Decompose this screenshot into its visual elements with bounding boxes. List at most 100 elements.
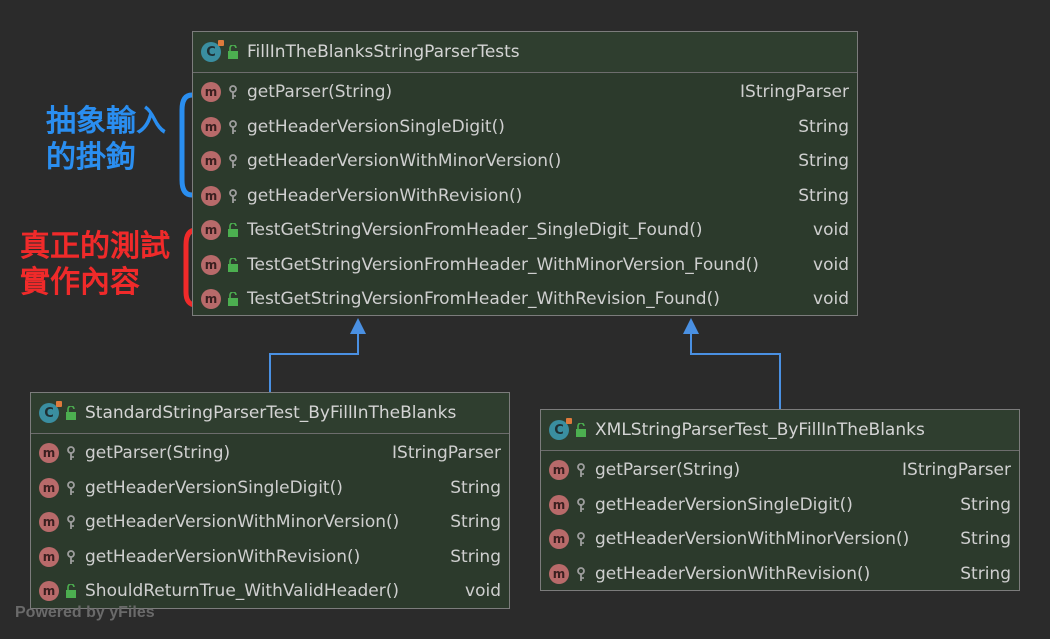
method-name: getHeaderVersionSingleDigit(): [85, 477, 343, 498]
inheritance-arrow-left: [350, 318, 366, 334]
annotation-blue: 抽象輸入 的掛鉤: [46, 104, 166, 176]
parent-class-name: FillInTheBlanksStringParserTests: [247, 42, 520, 62]
method-row[interactable]: m getHeaderVersionWithRevision() String: [193, 179, 857, 214]
method-row[interactable]: m TestGetStringVersionFromHeader_WithRevi…: [193, 282, 857, 317]
public-lock-icon: [228, 292, 238, 307]
protected-key-icon: [67, 446, 75, 461]
inheritance-line-left: [269, 334, 359, 392]
protected-key-icon: [577, 532, 585, 547]
method-row[interactable]: m TestGetStringVersionFromHeader_SingleDi…: [193, 213, 857, 248]
class-icon: C: [39, 401, 62, 423]
child-left-class-name: StandardStringParserTest_ByFillInTheBlan…: [85, 403, 457, 423]
method-name: getHeaderVersionSingleDigit(): [595, 494, 853, 515]
child-left-class-header[interactable]: C StandardStringParserTest_ByFillInTheBl…: [31, 393, 509, 434]
method-row[interactable]: m getParser(String) IStringParser: [541, 453, 1019, 488]
method-name: getParser(String): [85, 443, 231, 464]
method-icon: m: [39, 581, 59, 602]
protected-key-icon: [229, 119, 237, 134]
protected-key-icon: [67, 480, 75, 495]
method-return-type: String: [798, 151, 849, 172]
red-bracket: [183, 227, 199, 308]
protected-key-icon: [67, 549, 75, 564]
method-return-type: String: [960, 529, 1011, 550]
method-icon: m: [201, 220, 221, 241]
method-row[interactable]: m TestGetStringVersionFromHeader_WithMino…: [193, 248, 857, 283]
method-name: getHeaderVersionWithRevision(): [85, 546, 361, 567]
method-return-type: String: [798, 185, 849, 206]
method-row[interactable]: m getHeaderVersionSingleDigit() String: [31, 471, 509, 506]
protected-key-icon: [577, 497, 585, 512]
method-return-type: String: [798, 116, 849, 137]
method-return-type: String: [960, 494, 1011, 515]
method-name: getHeaderVersionWithMinorVersion(): [595, 529, 910, 550]
method-return-type: void: [813, 289, 849, 310]
public-lock-icon: [576, 423, 586, 437]
child-right-class-name: XMLStringParserTest_ByFillInTheBlanks: [595, 420, 925, 440]
method-return-type: String: [960, 563, 1011, 584]
method-name: getHeaderVersionWithRevision(): [595, 563, 871, 584]
method-icon: m: [201, 254, 221, 275]
inheritance-line-right: [690, 334, 781, 409]
child-left-class-box[interactable]: C StandardStringParserTest_ByFillInTheBl…: [30, 392, 510, 609]
watermark: Powered by yFiles: [15, 604, 155, 621]
method-icon: m: [39, 477, 59, 498]
method-name: getHeaderVersionWithMinorVersion(): [85, 512, 400, 533]
method-icon: m: [201, 289, 221, 310]
method-icon: m: [201, 185, 221, 206]
protected-key-icon: [67, 515, 75, 530]
method-name: TestGetStringVersionFromHeader_WithRevis…: [247, 289, 720, 310]
method-icon: m: [39, 443, 59, 464]
method-return-type: void: [813, 254, 849, 275]
protected-key-icon: [229, 154, 237, 169]
method-icon: m: [549, 460, 569, 481]
protected-key-icon: [577, 566, 585, 581]
method-name: ShouldReturnTrue_WithValidHeader(): [85, 581, 400, 602]
protected-key-icon: [229, 188, 237, 203]
child-right-class-box[interactable]: C XMLStringParserTest_ByFillInTheBlanks …: [540, 409, 1020, 591]
method-icon: m: [549, 529, 569, 550]
method-name: TestGetStringVersionFromHeader_SingleDig…: [247, 220, 703, 241]
public-lock-icon: [66, 584, 76, 599]
method-name: getHeaderVersionWithRevision(): [247, 185, 523, 206]
method-return-type: IStringParser: [902, 460, 1011, 481]
method-icon: m: [201, 151, 221, 172]
method-row[interactable]: m getHeaderVersionWithMinorVersion() Strin…: [541, 522, 1019, 557]
method-return-type: IStringParser: [392, 443, 501, 464]
class-icon: C: [549, 418, 572, 440]
method-name: TestGetStringVersionFromHeader_WithMinor…: [247, 254, 759, 275]
method-return-type: String: [450, 477, 501, 498]
annotation-blue-line1: 抽象輸入: [46, 104, 166, 139]
protected-key-icon: [229, 85, 237, 100]
parent-class-header[interactable]: C FillInTheBlanksStringParserTests: [193, 32, 857, 73]
method-return-type: String: [450, 546, 501, 567]
class-icon: C: [201, 40, 224, 62]
method-row[interactable]: m getHeaderVersionSingleDigit() String: [541, 488, 1019, 523]
blue-bracket: [179, 92, 195, 198]
method-row[interactable]: m getHeaderVersionWithRevision() String: [31, 540, 509, 575]
method-icon: m: [201, 116, 221, 137]
method-icon: m: [201, 82, 221, 103]
protected-key-icon: [577, 463, 585, 478]
inheritance-arrow-right: [683, 318, 699, 334]
public-lock-icon: [228, 257, 238, 272]
method-name: getParser(String): [595, 460, 741, 481]
public-lock-icon: [228, 45, 238, 59]
child-right-class-header[interactable]: C XMLStringParserTest_ByFillInTheBlanks: [541, 410, 1019, 451]
public-lock-icon: [66, 406, 76, 420]
method-row[interactable]: m getParser(String) IStringParser: [31, 436, 509, 471]
annotation-blue-line2: 的掛鉤: [46, 140, 136, 175]
method-icon: m: [549, 494, 569, 515]
method-icon: m: [39, 546, 59, 567]
method-return-type: String: [450, 512, 501, 533]
annotation-red: 真正的測試 實作內容: [20, 229, 170, 301]
